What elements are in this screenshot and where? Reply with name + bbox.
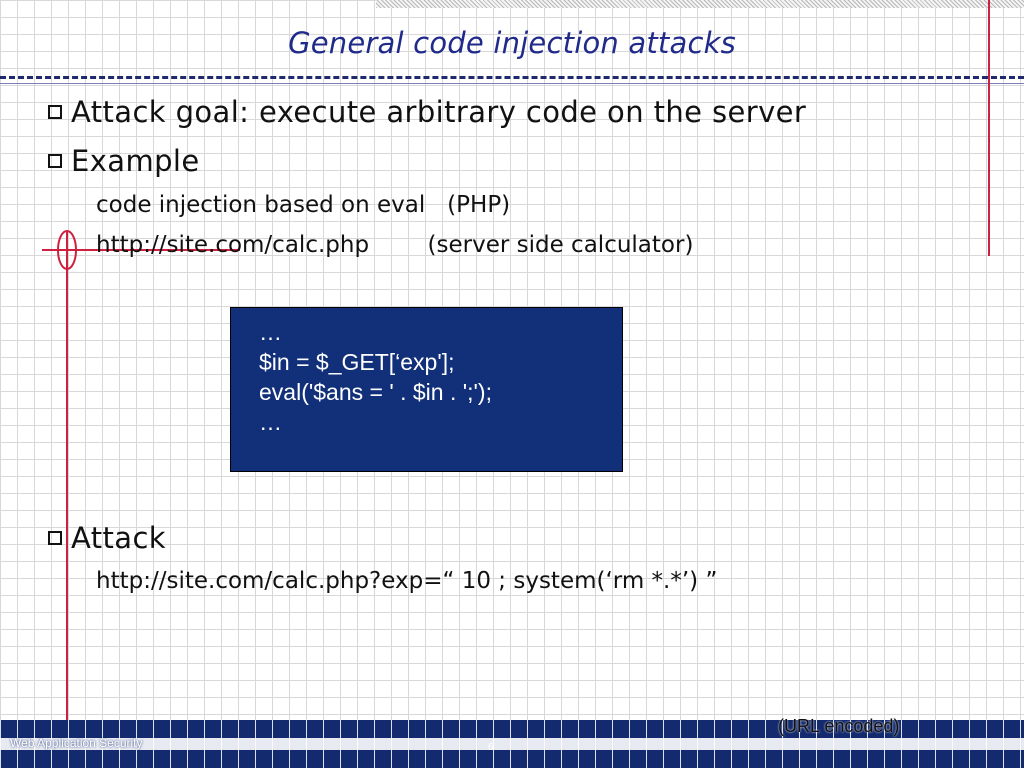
header-hatch-band bbox=[376, 0, 1024, 8]
bullet-attack-goal: Attack goal: execute arbitrary code on t… bbox=[48, 95, 806, 129]
example-line-calc: http://site.com/calc.php (server side ca… bbox=[96, 232, 694, 258]
left-margin-line bbox=[66, 232, 68, 720]
checkbox-bullet-icon bbox=[48, 531, 62, 545]
url-encoded-note: (URL encoded) bbox=[778, 716, 900, 736]
code-line: … bbox=[259, 319, 282, 345]
code-snippet-box: … $in = $_GET[‘exp']; eval('$ans = ' . $… bbox=[230, 307, 623, 472]
attack-url-line: http://site.com/calc.php?exp=“ 10 ; syst… bbox=[96, 568, 718, 594]
example-line-eval: code injection based on eval (PHP) bbox=[96, 192, 511, 218]
page-number: 6 bbox=[488, 742, 494, 753]
binder-ring-icon bbox=[42, 230, 240, 270]
checkbox-bullet-icon bbox=[48, 105, 62, 119]
bullet-example: Example bbox=[48, 144, 200, 178]
code-line: … bbox=[259, 409, 282, 435]
footer-stripe bbox=[0, 738, 1024, 750]
bullet-text: Attack bbox=[71, 521, 166, 555]
title-divider-thin bbox=[0, 83, 1024, 84]
bullet-text: Attack goal: execute arbitrary code on t… bbox=[71, 95, 807, 129]
title-divider-dashed bbox=[0, 76, 1024, 79]
slide-title: General code injection attacks bbox=[288, 26, 736, 60]
bullet-text: Example bbox=[71, 144, 200, 178]
right-margin-line bbox=[988, 0, 990, 256]
code-line: eval('$ans = ' . $in . ';'); bbox=[259, 379, 492, 405]
bullet-attack: Attack bbox=[48, 521, 166, 555]
code-line: $in = $_GET[‘exp']; bbox=[259, 349, 455, 375]
footer-course-title: Web Application Security bbox=[10, 736, 143, 750]
checkbox-bullet-icon bbox=[48, 154, 62, 168]
